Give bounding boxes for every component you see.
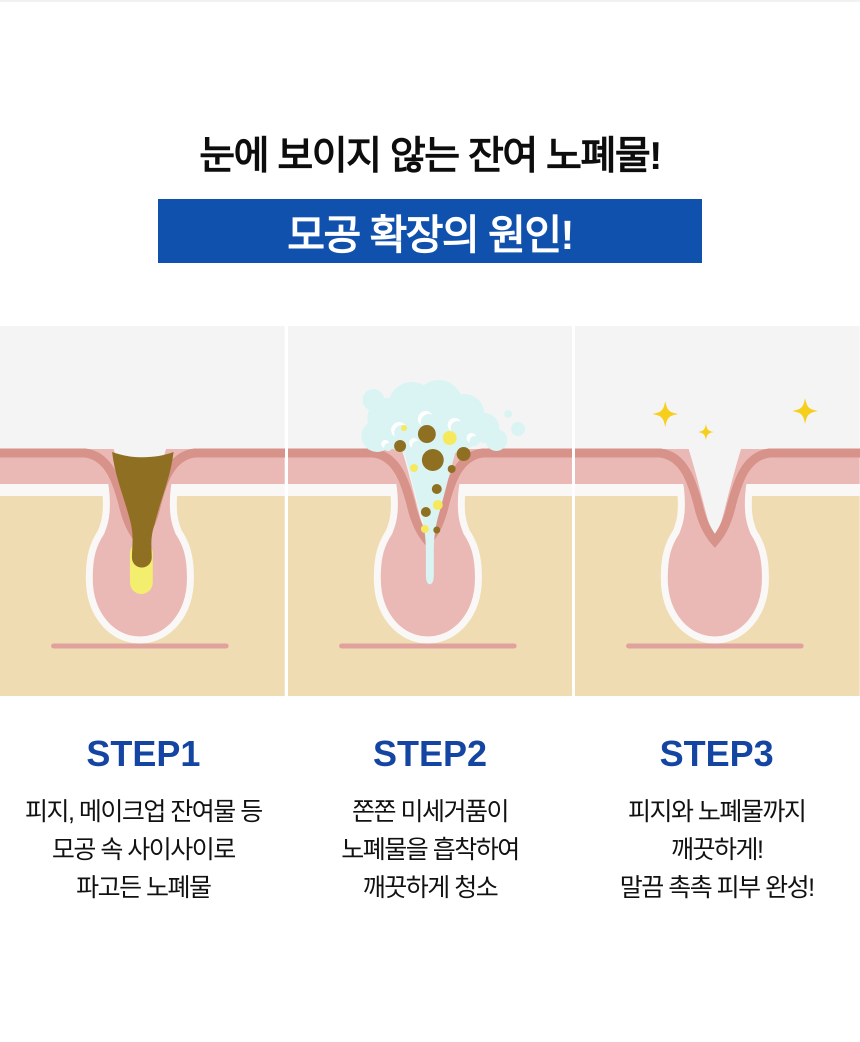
step2-label: STEP2 [372,733,488,774]
highlight-banner: 모공 확장의 원인! [158,199,702,263]
impurity-particles-icon [393,425,471,534]
step1-label: STEP1 [86,733,201,774]
step3-line2: 깨끗하게! [670,836,764,864]
step2-line3: 깨끗하게 청소 [362,874,499,902]
pore-opening [688,447,742,541]
steps-row: STEP1 피지, 메이크업 잔여물 등 모공 속 사이사이로 파고든 노폐물 … [0,732,860,907]
step1-line3: 파고든 노폐물 [76,874,212,902]
sebum-plug-icon [112,452,174,594]
step3-label: STEP3 [659,733,774,774]
sparkle-icons [652,398,819,441]
cleansing-liquid [402,448,457,585]
step3-description: 피지와 노폐물까지 깨끗하게! 말끔 촉촉 피부 완성! [573,793,860,907]
skin-surface-edge [575,448,860,548]
section-title: 눈에 보이지 않는 잔여 노폐물! [199,135,662,178]
step3-line1: 피지와 노폐물까지 [627,798,807,826]
pore-illustration-step3 [575,326,860,696]
step1-column: STEP1 피지, 메이크업 잔여물 등 모공 속 사이사이로 파고든 노폐물 [0,732,287,907]
step1-line1: 피지, 메이크업 잔여물 등 [24,798,263,826]
pore-illustration-step1 [0,326,285,696]
pore-illustration-step2 [287,326,573,696]
step2-column: STEP2 쫀쫀 미세거품이 노폐물을 흡착하여 깨끗하게 청소 [287,732,574,907]
step1-description: 피지, 메이크업 잔여물 등 모공 속 사이사이로 파고든 노폐물 [0,793,287,907]
step2-line1: 쫀쫀 미세거품이 [352,798,509,826]
step3-column: STEP3 피지와 노폐물까지 깨끗하게! 말끔 촉촉 피부 완성! [573,732,860,907]
step1-line2: 모공 속 사이사이로 [51,836,236,864]
step2-description: 쫀쫀 미세거품이 노폐물을 흡착하여 깨끗하게 청소 [287,793,574,907]
step3-line3: 말끔 촉촉 피부 완성! [619,874,815,902]
bubble-highlights [380,411,480,451]
top-divider [0,0,860,2]
step2-line2: 노폐물을 흡착하여 [341,836,520,864]
pore-illustration-row [0,326,860,696]
